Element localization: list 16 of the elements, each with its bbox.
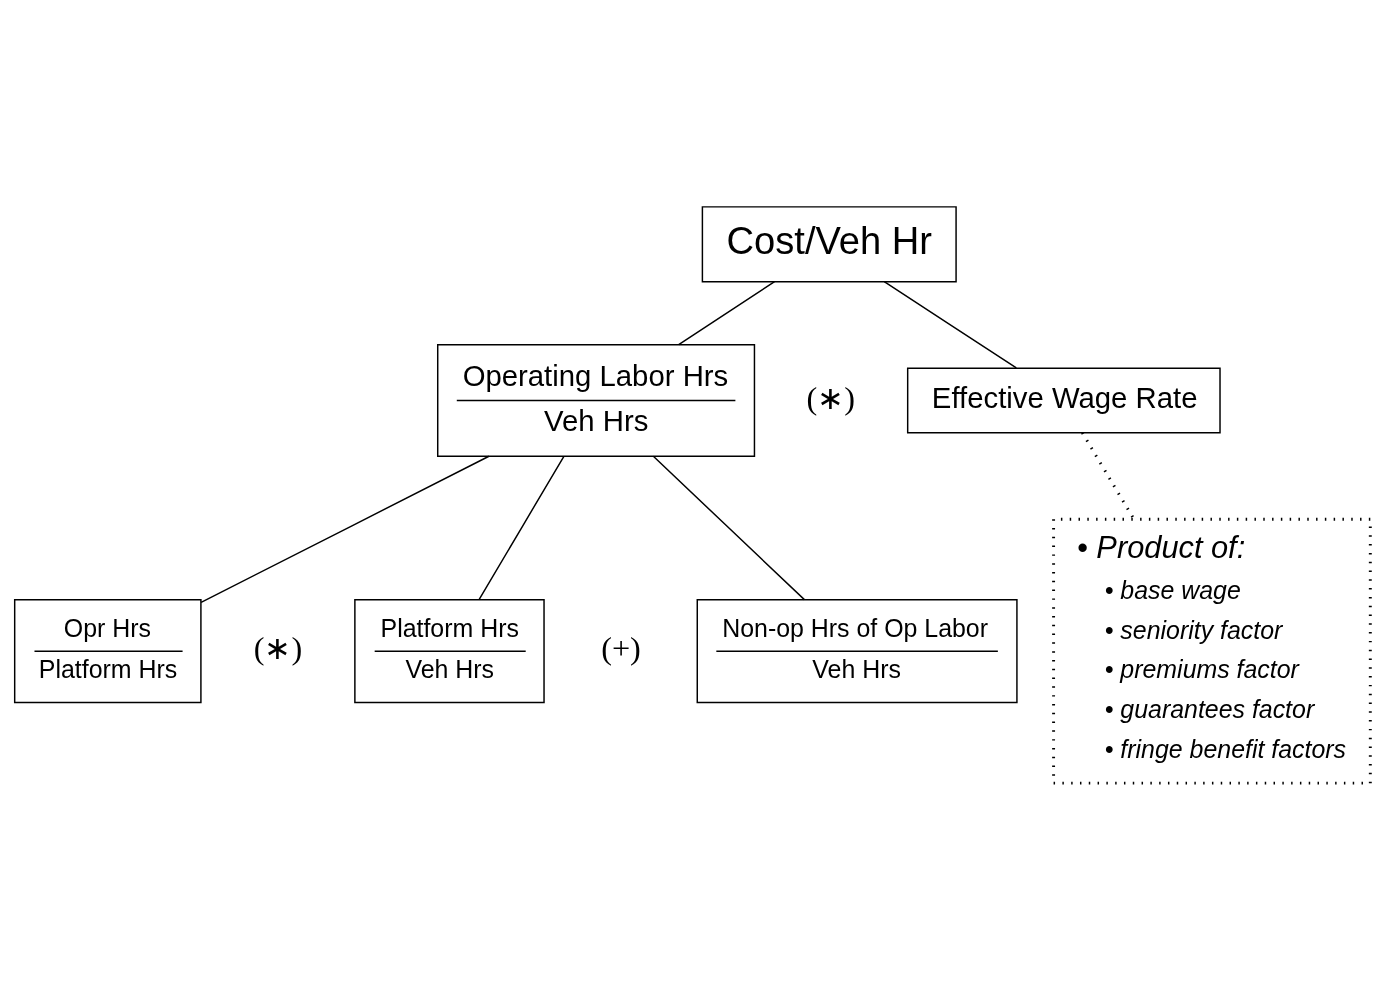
label: (+): [601, 629, 641, 666]
connector: [200, 455, 490, 603]
node-box: • Product of: • base wage • seniority factor • premiums factor • guarantees factor • fringe benefit factors: [1052, 517, 1372, 785]
node-box: Platform Hrs Veh Hrs: [354, 598, 545, 703]
node-box: Cost/Veh Hr: [701, 205, 957, 282]
connector: [678, 280, 776, 345]
node-box: Opr Hrs Platform Hrs: [13, 598, 202, 703]
connector: [1081, 431, 1135, 519]
label: (∗): [806, 379, 855, 416]
node-box: Effective Wage Rate: [906, 366, 1221, 433]
node-box: Non-op Hrs of Op Labor Veh Hrs: [696, 598, 1018, 703]
connector: [478, 455, 565, 600]
connector: [883, 280, 1018, 369]
label: (∗): [253, 629, 303, 666]
node-box: Operating Labor Hrs Veh Hrs: [437, 343, 756, 457]
connector: [652, 455, 806, 600]
